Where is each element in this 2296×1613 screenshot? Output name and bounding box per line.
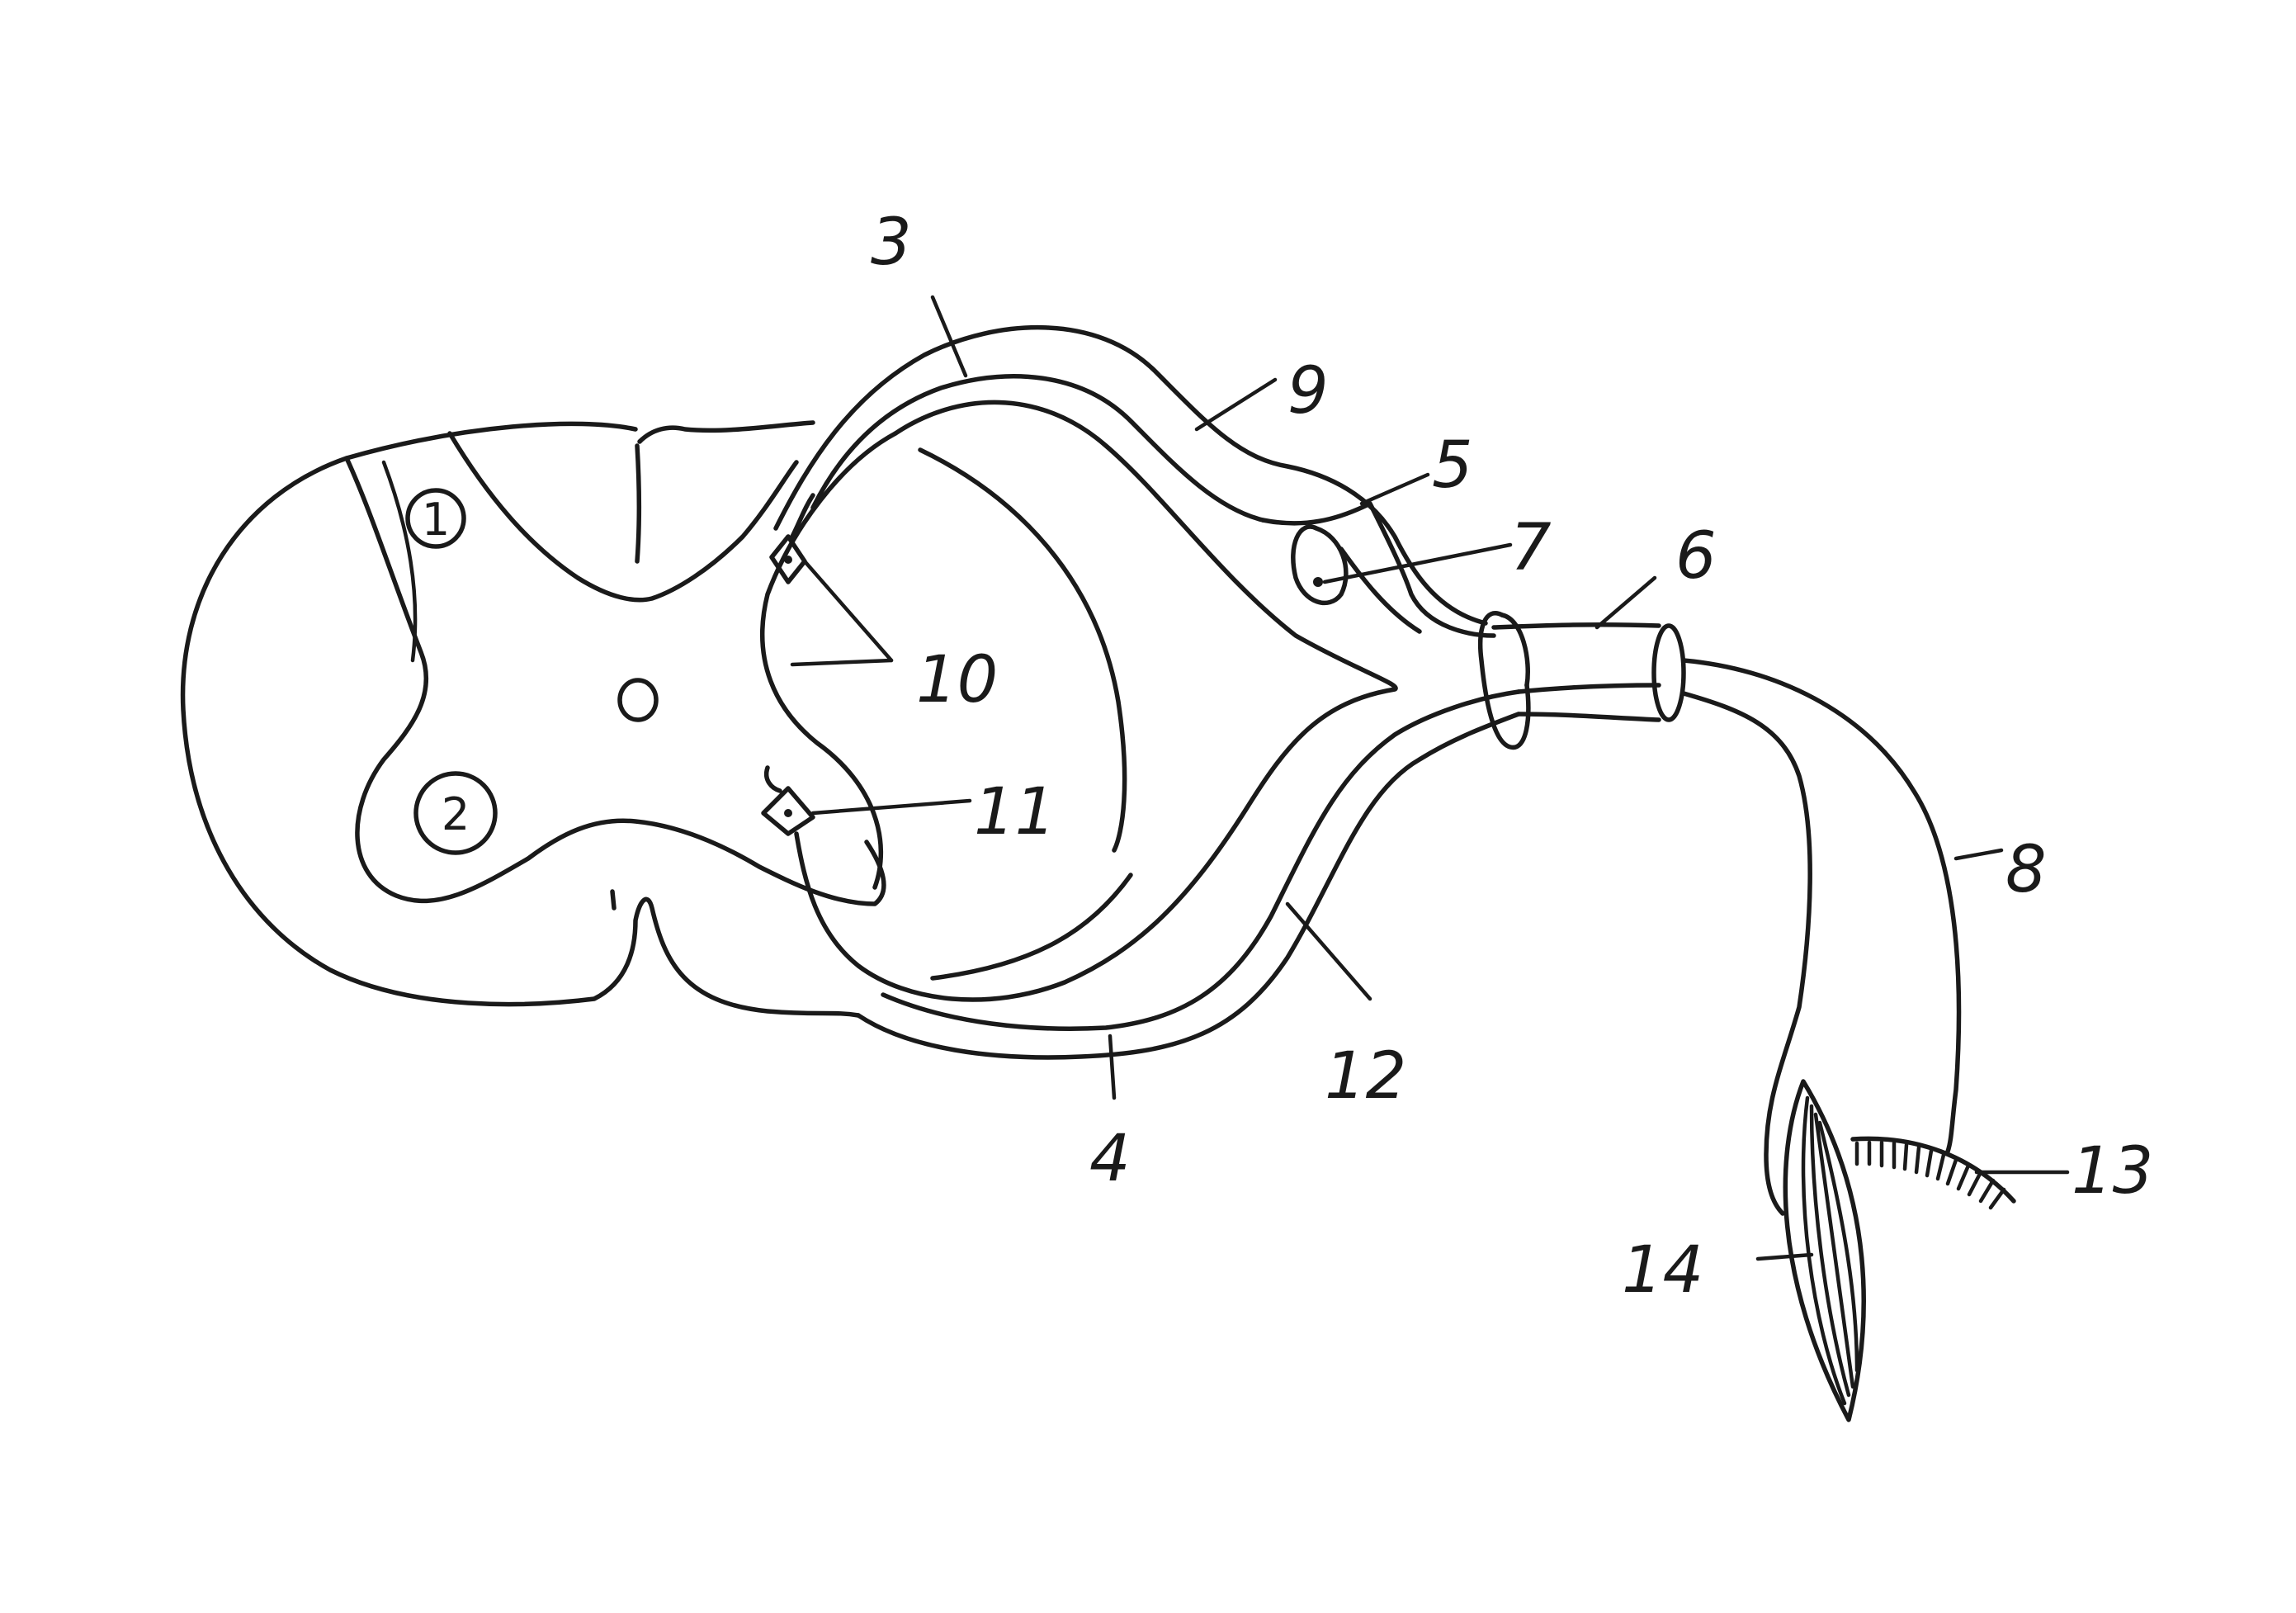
label-6: 6 xyxy=(1675,519,1717,594)
ventral-root-inner xyxy=(881,689,1521,1031)
dorsal-root-outer xyxy=(773,325,1488,626)
leader-lines xyxy=(790,295,2070,1261)
label-4: 4 xyxy=(1089,1122,1131,1196)
neuron-11-body xyxy=(761,786,815,836)
peripheral-nerves xyxy=(1681,658,1962,1216)
label-5: 5 xyxy=(1432,428,1473,503)
label-12: 12 xyxy=(1325,1039,1406,1114)
ventral-horn-inner-curve xyxy=(930,873,1133,981)
nerve-ring-back xyxy=(1478,611,1531,750)
leader-8 xyxy=(1953,848,2004,861)
label-11: 11 xyxy=(974,775,1056,849)
label-2-circle xyxy=(413,771,498,855)
spinal-cord-outline xyxy=(180,421,861,1018)
neuron-11-nucleus xyxy=(784,809,792,817)
label-9: 9 xyxy=(1287,354,1329,428)
nerve-ring-front xyxy=(1500,613,1530,688)
leader-10a xyxy=(802,559,894,663)
leader-11 xyxy=(810,798,972,816)
leader-7 xyxy=(1322,542,1513,584)
sensory-fiber xyxy=(1681,658,1962,1154)
ventral-root-outer xyxy=(856,712,1521,1060)
label-14: 14 xyxy=(1622,1233,1703,1308)
leader-9 xyxy=(1194,377,1278,432)
anterior-median-fissure xyxy=(610,889,617,911)
posterior-median-fissure xyxy=(637,420,815,444)
muscle xyxy=(1783,1079,1866,1422)
ganglion-axon xyxy=(1339,546,1422,634)
skin-receptor xyxy=(1850,1136,2016,1210)
grey-matter-posterior-horn xyxy=(447,431,799,603)
dorsal-root xyxy=(760,325,1488,1002)
grey-matter xyxy=(344,456,886,906)
ventral-root xyxy=(856,689,1521,1060)
leader-14 xyxy=(1755,1252,1814,1261)
label-2: 2 xyxy=(442,788,470,840)
dorsal-root-inner xyxy=(810,374,1265,523)
ganglion-neuron-nucleus xyxy=(1313,577,1323,587)
dorsal-root-fiber xyxy=(794,400,1398,1002)
motor-fiber xyxy=(1681,691,1812,1216)
leader-10b xyxy=(790,658,894,667)
intercalary-neurons xyxy=(761,493,815,836)
nerve-bottom xyxy=(1516,712,1661,722)
central-canal xyxy=(617,678,659,722)
label-13: 13 xyxy=(2072,1134,2153,1209)
ganglion-neuron-body xyxy=(1291,524,1349,605)
ventral-horn-cup xyxy=(918,447,1127,853)
number-labels: 3 9 5 7 6 10 11 8 12 4 13 14 xyxy=(871,206,2153,1308)
anterior-horn-left-edge xyxy=(381,460,418,663)
nerve-top xyxy=(1491,622,1661,630)
label-1: 1 xyxy=(422,494,450,546)
label-7: 7 xyxy=(1510,511,1552,585)
muscle-outline xyxy=(1783,1079,1866,1422)
spinal-cord-section: 1 2 xyxy=(180,420,886,1018)
label-8: 8 xyxy=(2005,833,2047,907)
label-3: 3 xyxy=(871,206,912,280)
nerve-mid-line xyxy=(1516,683,1661,694)
nerve-cut-end xyxy=(1651,623,1686,722)
neuron-10-nucleus xyxy=(784,556,792,564)
leader-6 xyxy=(1594,575,1657,630)
muscle-fibers xyxy=(1801,1095,1859,1406)
neuron-10-dendrite xyxy=(790,493,815,539)
ganglion-sheath xyxy=(1260,501,1496,638)
spinal-nerve xyxy=(1478,611,1686,750)
leader-3 xyxy=(930,295,968,378)
skin-hatching xyxy=(1854,1140,2006,1210)
leader-4 xyxy=(1108,1034,1117,1100)
skin-surface xyxy=(1850,1136,2016,1204)
label-10: 10 xyxy=(916,643,998,717)
neuron-10-body xyxy=(769,534,807,584)
leader-5 xyxy=(1359,472,1430,506)
leader-12 xyxy=(1285,901,1372,1001)
spinal-ganglion xyxy=(1260,501,1496,638)
posterior-septum xyxy=(635,443,641,564)
label-1-circle xyxy=(405,488,466,549)
neuron-11-dendrite xyxy=(764,765,782,793)
